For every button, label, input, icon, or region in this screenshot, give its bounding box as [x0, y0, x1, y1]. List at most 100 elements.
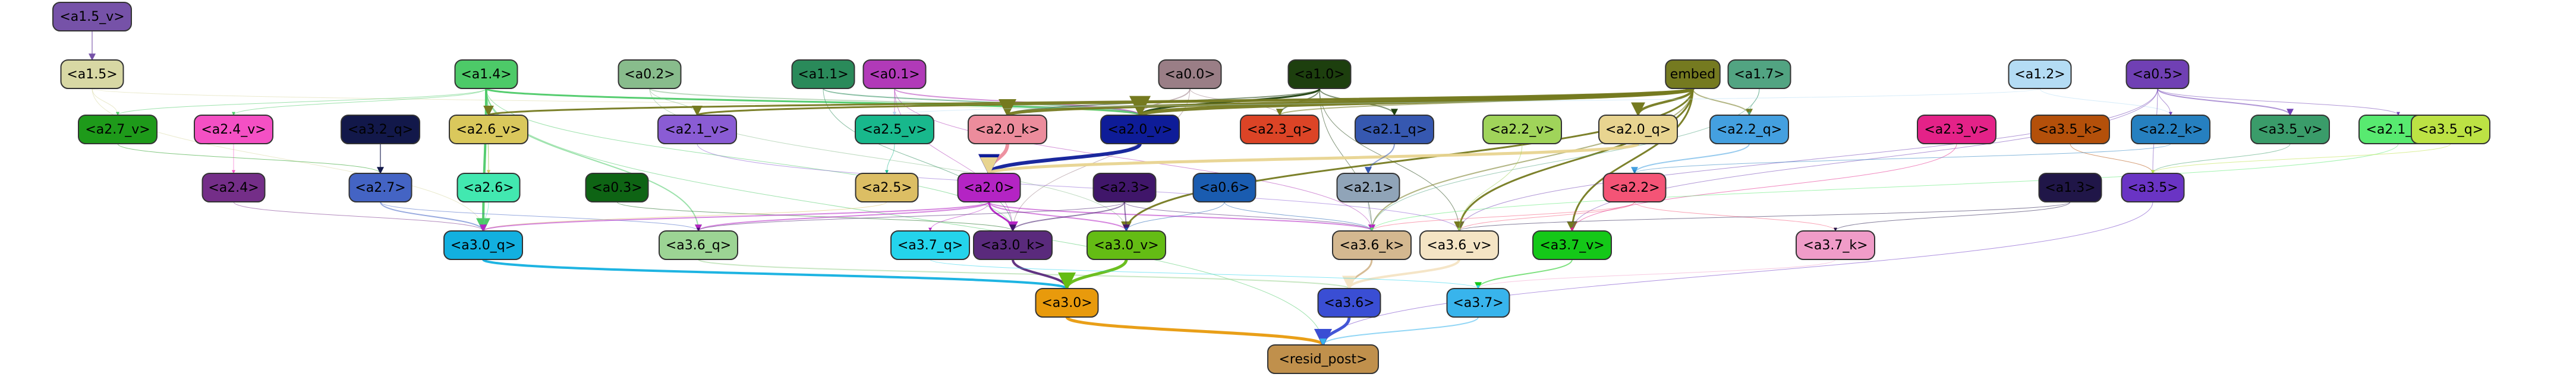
node-a3_7_k[interactable]: <a3.7_k>: [1796, 230, 1875, 260]
node-a2_2_k-box: [2131, 115, 2210, 144]
edge-a3_6-to-resid_post: [1314, 315, 1351, 347]
node-a1_0-label: <a1.0>: [1294, 67, 1344, 82]
node-a2_3_q[interactable]: <a2.3_q>: [1240, 115, 1320, 144]
node-a3_7_q-label: <a3.7_q>: [897, 238, 963, 253]
node-a3_7_v[interactable]: <a3.7_v>: [1532, 230, 1612, 260]
node-a0_0[interactable]: <a0.0>: [1158, 59, 1222, 89]
node-a2_0_q[interactable]: <a2.0_q>: [1598, 115, 1678, 144]
node-a0_3[interactable]: <a0.3>: [585, 173, 649, 202]
node-a2_0_v[interactable]: <a2.0_v>: [1100, 115, 1180, 144]
node-a3_6_k[interactable]: <a3.6_k>: [1332, 230, 1412, 260]
node-a3_7[interactable]: <a3.7>: [1446, 288, 1510, 318]
node-a3_0_k[interactable]: <a3.0_k>: [973, 230, 1053, 260]
node-a3_6_q[interactable]: <a3.6_q>: [659, 230, 738, 260]
node-a2_4[interactable]: <a2.4>: [201, 173, 266, 202]
node-a2_4-box: [201, 173, 266, 202]
node-a2_3_v-label: <a2.3_v>: [1924, 122, 1989, 137]
node-a1_5_v[interactable]: <a1.5_v>: [52, 2, 132, 31]
node-a1_2[interactable]: <a1.2>: [2008, 59, 2072, 89]
node-a3_0_q[interactable]: <a3.0_q>: [443, 230, 523, 260]
node-a2_2[interactable]: <a2.2>: [1602, 173, 1667, 202]
node-a2_0[interactable]: <a2.0>: [957, 173, 1021, 202]
node-a2_4_v[interactable]: <a2.4_v>: [194, 115, 273, 144]
node-a3_0_q-box: [443, 230, 523, 260]
node-a0_5[interactable]: <a0.5>: [2125, 59, 2190, 89]
edge-a2_2-to-a3_7_k: [1634, 201, 1837, 232]
node-a2_3-label: <a2.3>: [1099, 180, 1150, 195]
node-a3_0-box: [1035, 288, 1099, 318]
node-a2_2_v[interactable]: <a2.2_v>: [1482, 115, 1562, 144]
node-layer: <a1.5_v> <a1.5> <a1.4> <a0.2> <a1.1><a0.1> <a…: [52, 2, 2490, 374]
node-embed[interactable]: embed: [1665, 59, 1721, 89]
node-a1_5[interactable]: <a1.5>: [60, 59, 124, 89]
node-a3_5-box: [2121, 173, 2185, 202]
node-a1_3[interactable]: <a1.3>: [2038, 173, 2102, 202]
edge-a2_3-to-a3_6_q: [697, 201, 1125, 232]
node-a0_2[interactable]: <a0.2>: [618, 59, 682, 89]
node-a2_3_v[interactable]: <a2.3_v>: [1917, 115, 1996, 144]
node-a3_5_q[interactable]: <a3.5_q>: [2411, 115, 2490, 144]
node-a3_2_q-label: <a3.2_q>: [348, 122, 413, 137]
edge-a2_7-to-a3_0_q: [380, 201, 487, 232]
node-a3_5_q-box: [2411, 115, 2490, 144]
node-a0_6[interactable]: <a0.6>: [1192, 173, 1256, 202]
node-a2_4_v-label: <a2.4_v>: [201, 122, 266, 137]
node-a2_1_q[interactable]: <a2.1_q>: [1355, 115, 1434, 144]
node-a1_7[interactable]: <a1.7>: [1727, 59, 1791, 89]
node-a3_0_v[interactable]: <a3.0_v>: [1087, 230, 1166, 260]
node-a3_0_v-label: <a3.0_v>: [1094, 238, 1158, 253]
node-a3_0[interactable]: <a3.0>: [1035, 288, 1099, 318]
node-a2_2-box: [1602, 173, 1667, 202]
node-a2_3[interactable]: <a2.3>: [1092, 173, 1157, 202]
node-a3_5_k[interactable]: <a3.5_k>: [2030, 115, 2110, 144]
node-a3_6_v[interactable]: <a3.6_v>: [1419, 230, 1499, 260]
node-a2_0_k[interactable]: <a2.0_k>: [968, 115, 1047, 144]
node-a1_0[interactable]: <a1.0>: [1287, 59, 1352, 89]
node-a3_5_v-box: [2250, 115, 2330, 144]
node-a2_1_v[interactable]: <a2.1_v>: [657, 115, 737, 144]
edge-a2_2-to-a3_6_k: [1370, 201, 1635, 232]
node-a3_0_k-label: <a3.0_k>: [980, 238, 1045, 253]
node-a2_1[interactable]: <a2.1>: [1336, 173, 1400, 202]
edge-a3_6_q-to-a3_6: [698, 259, 1353, 290]
node-a1_4-label: <a1.4>: [461, 67, 511, 82]
node-a2_2_k[interactable]: <a2.2_k>: [2131, 115, 2210, 144]
node-a1_4[interactable]: <a1.4>: [454, 59, 518, 89]
node-a3_5_k-label: <a3.5_k>: [2038, 122, 2102, 137]
node-a1_1[interactable]: <a1.1>: [791, 59, 855, 89]
node-a3_6_v-label: <a3.6_v>: [1426, 238, 1491, 253]
node-a3_5_v[interactable]: <a3.5_v>: [2250, 115, 2330, 144]
node-a2_2_q[interactable]: <a2.2_q>: [1709, 115, 1789, 144]
node-a3_5[interactable]: <a3.5>: [2121, 173, 2185, 202]
node-a2_6[interactable]: <a2.6>: [456, 173, 521, 202]
edge-embed-to-a3_6_k: [1368, 88, 1693, 232]
edge-a0_5-to-a3_6_v: [1457, 88, 2158, 232]
node-a2_7_v[interactable]: <a2.7_v>: [78, 115, 158, 144]
node-a3_6[interactable]: <a3.6>: [1317, 288, 1381, 318]
node-resid_post[interactable]: <resid_post>: [1267, 344, 1379, 374]
node-a2_6_v[interactable]: <a2.6_v>: [449, 115, 528, 144]
node-a1_1-box: [791, 59, 855, 89]
node-a3_6_k-label: <a3.6_k>: [1339, 238, 1404, 253]
edge-a2_3-to-a3_0_k: [1009, 201, 1125, 232]
node-a2_6-box: [456, 173, 521, 202]
node-a2_4-label: <a2.4>: [208, 180, 259, 195]
edge-a2_7_v-to-a2_7: [117, 143, 382, 174]
node-a2_5_v[interactable]: <a2.5_v>: [855, 115, 934, 144]
edge-a2_5_v-to-a2_5: [885, 143, 895, 174]
node-a1_4-box: [454, 59, 518, 89]
edge-a1_5-to-a3_0_q: [92, 88, 485, 232]
node-a2_5-box: [855, 173, 919, 202]
node-a2_5[interactable]: <a2.5>: [855, 173, 919, 202]
edge-a3_7_k-to-a3_7: [1476, 259, 1836, 289]
node-a0_0-label: <a0.0>: [1164, 67, 1215, 82]
edge-a1_4-to-a3_0_q: [476, 87, 491, 233]
node-a0_1[interactable]: <a0.1>: [862, 59, 927, 89]
node-a2_3_q-box: [1240, 115, 1320, 144]
node-a2_7[interactable]: <a2.7>: [348, 173, 412, 202]
node-a3_2_q[interactable]: <a3.2_q>: [341, 115, 420, 144]
edge-a2_1_v-to-a3_6_v: [697, 143, 1461, 232]
node-a0_5-label: <a0.5>: [2132, 67, 2183, 82]
node-a3_7_q[interactable]: <a3.7_q>: [890, 230, 970, 260]
edge-a1_2-to-a2_5_v: [893, 88, 2040, 116]
